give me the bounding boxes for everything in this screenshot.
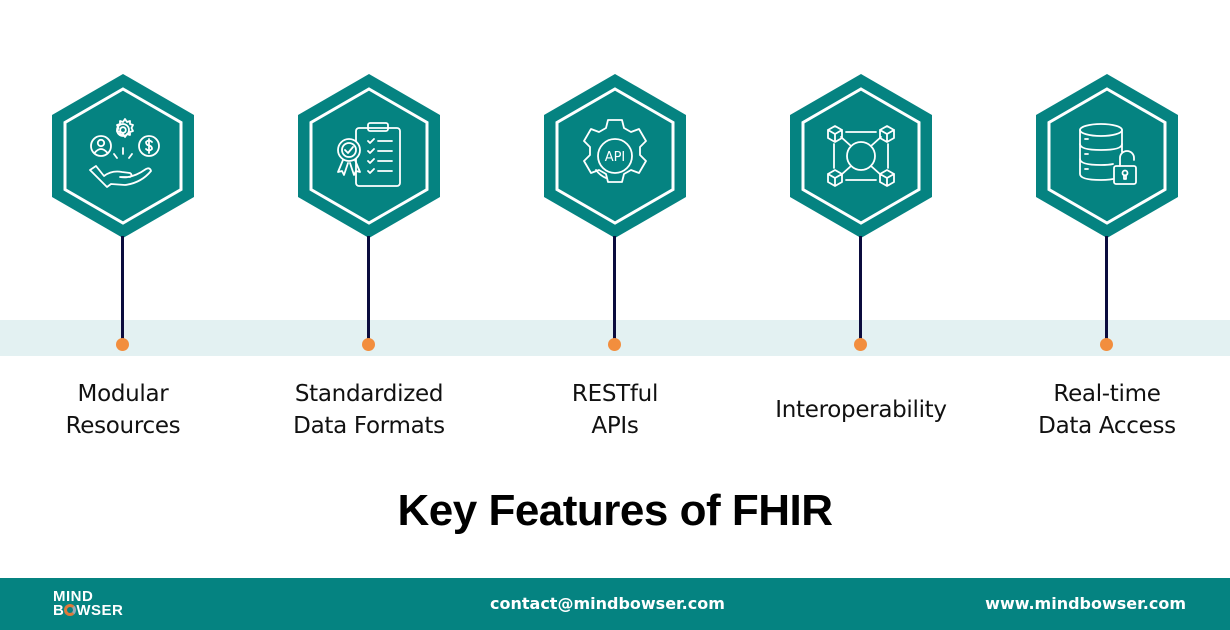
connected-cubes-network-icon [827, 125, 895, 187]
timeline-dot [608, 338, 621, 351]
logo-o-icon [64, 604, 77, 616]
timeline-dot [116, 338, 129, 351]
feature-label: Real-time Data Access [1038, 381, 1176, 439]
timeline-dot [1100, 338, 1113, 351]
hexagon-badge [790, 74, 932, 238]
feature-label: RESTful APIs [571, 381, 659, 439]
hexagon-badge [298, 74, 440, 238]
website-link[interactable]: www.mindbowser.com [985, 594, 1186, 613]
database-unlocked-icon [1079, 123, 1137, 185]
feature-real-time-data-access: Real-time Data Access [984, 0, 1230, 470]
connector-stem [613, 236, 616, 340]
connector-stem [1105, 236, 1108, 340]
feature-modular-resources: Modular Resources [0, 0, 246, 470]
connector-stem [121, 236, 124, 340]
svg-text:API: API [605, 150, 626, 165]
timeline-dot [362, 338, 375, 351]
connector-stem [859, 236, 862, 340]
page-title: Key Features of FHIR [397, 486, 833, 535]
hexagon-badge [1036, 74, 1178, 238]
contact-email[interactable]: contact@mindbowser.com [490, 594, 725, 613]
feature-label: Standardized Data Formats [293, 381, 445, 439]
connector-stem [367, 236, 370, 340]
feature-label: Modular Resources [65, 381, 181, 439]
feature-restful-apis: API RESTful APIs [492, 0, 738, 470]
api-gear-icon [583, 119, 647, 183]
hexagon-badge [52, 74, 194, 238]
feature-interoperability: Interoperability [738, 0, 984, 470]
timeline-dot [854, 338, 867, 351]
clipboard-checklist-badge-icon [337, 122, 401, 187]
hexagon-badge: API [544, 74, 686, 238]
hand-with-person-gear-dollar-icon [89, 118, 160, 188]
feature-label: Interoperability [775, 397, 947, 423]
feature-standardized-data-formats: Standardized Data Formats [246, 0, 492, 470]
